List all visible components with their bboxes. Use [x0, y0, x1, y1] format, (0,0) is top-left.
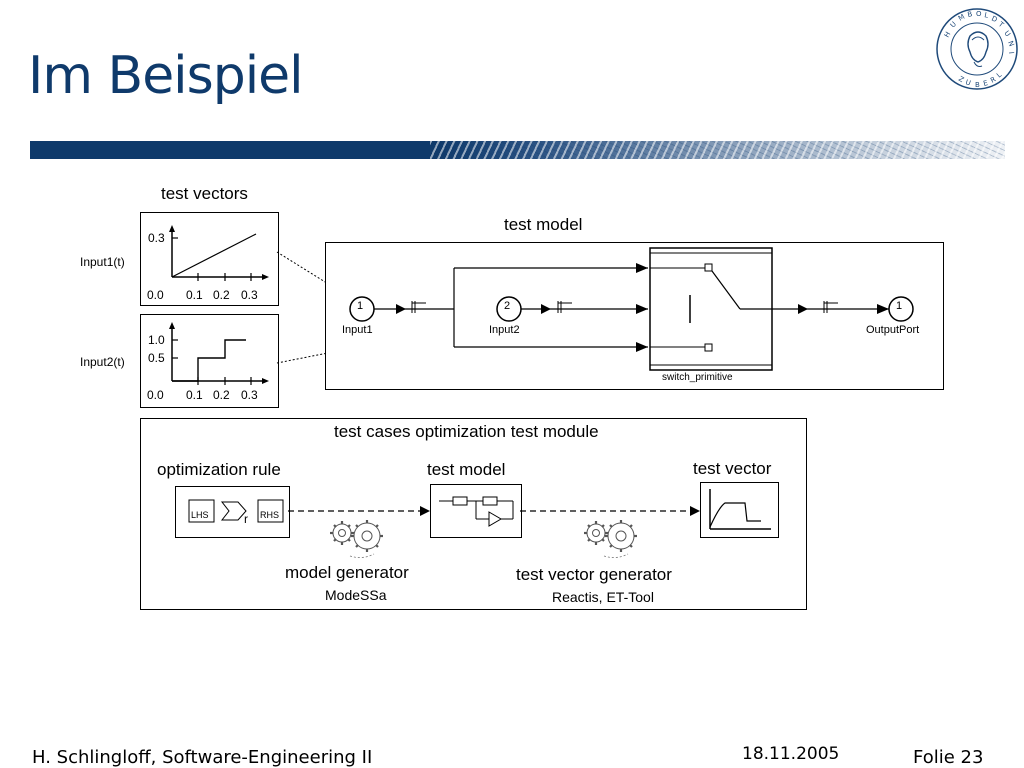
input2-label: Input2(t) — [80, 355, 125, 369]
model-generator-tool: ModeSSa — [325, 587, 387, 603]
output-port-number: 1 — [896, 300, 903, 312]
model-generator-label: model generator — [285, 563, 409, 582]
mini-model-graphic — [439, 496, 514, 527]
vector-generator-label: test vector generator — [516, 565, 672, 584]
input2-xtick-3: 0.3 — [241, 388, 258, 402]
footer-slide-number: Folie 23 — [913, 747, 984, 768]
svg-text:B: B — [975, 81, 980, 89]
svg-text:L: L — [984, 11, 990, 20]
input2-xtick-2: 0.2 — [213, 388, 230, 402]
svg-text:O: O — [976, 10, 982, 18]
module-title: test cases optimization test module — [334, 422, 599, 441]
svg-text:U: U — [964, 78, 971, 87]
input1-label: Input1(t) — [80, 255, 125, 269]
input1-xtick-1: 0.1 — [186, 288, 203, 302]
slide-title: Im Beispiel — [28, 46, 304, 106]
module-test-vector-label: test vector — [693, 459, 772, 478]
svg-text:T: T — [996, 20, 1006, 30]
output-port-label: OutputPort — [866, 324, 920, 336]
input1-xtick-3: 0.3 — [241, 288, 258, 302]
input2-ytick-1: 0.5 — [148, 351, 165, 365]
input2-xtick-0: 0.0 — [147, 388, 164, 402]
svg-text:R: R — [989, 75, 997, 84]
input1-port-number: 1 — [357, 300, 364, 312]
svg-text:U: U — [949, 20, 958, 29]
optimization-rule-box — [175, 486, 290, 538]
module-test-model-box — [430, 484, 522, 538]
test-model-diagram — [325, 242, 944, 390]
university-seal-icon: H U M B O L D T U N I Z U B E R L — [936, 8, 1018, 90]
svg-text:M: M — [957, 13, 966, 23]
header-divider-texture — [430, 141, 1005, 159]
svg-text:E: E — [982, 79, 988, 88]
simulink-model-graphic — [349, 247, 914, 371]
input1-plot-graphic — [169, 225, 269, 281]
input1-plot — [140, 212, 279, 306]
svg-text:I: I — [1007, 51, 1015, 54]
vector-generator-gear-icon — [578, 514, 644, 560]
svg-text:Z: Z — [957, 75, 965, 84]
svg-text:U: U — [1002, 29, 1011, 38]
input2-ytick-0: 1.0 — [148, 333, 165, 347]
vector-generator-tool: Reactis, ET-Tool — [552, 589, 654, 605]
svg-text:D: D — [990, 15, 998, 25]
input1-xtick-2: 0.2 — [213, 288, 230, 302]
switch-block-label: switch_primitive — [662, 372, 733, 383]
svg-text:L: L — [995, 71, 1003, 80]
test-vector-graphic — [709, 489, 771, 530]
university-logo: H U M B O L D T U N I Z U B E R L — [934, 6, 1020, 92]
input2-xtick-1: 0.1 — [186, 388, 203, 402]
input2-plot — [140, 314, 279, 408]
footer-date: 18.11.2005 — [742, 744, 840, 764]
optimization-rule-label: optimization rule — [157, 460, 281, 479]
svg-text:N: N — [1006, 40, 1015, 48]
rule-r-label: r — [244, 512, 248, 526]
input2-port-number: 2 — [504, 300, 511, 312]
svg-text:H: H — [943, 30, 953, 39]
rewrite-rule-graphic — [188, 499, 284, 523]
module-test-vector-box — [700, 482, 779, 538]
lhs-label: LHS — [191, 510, 209, 520]
svg-text:B: B — [967, 10, 974, 19]
input1-port-label: Input1 — [342, 324, 373, 336]
module-test-model-label: test model — [427, 460, 506, 479]
rhs-label: RHS — [260, 510, 280, 520]
input1-ytick: 0.3 — [148, 231, 165, 245]
test-vectors-heading: test vectors — [161, 184, 248, 203]
model-generator-gear-icon — [322, 514, 388, 560]
test-model-heading: test model — [504, 215, 583, 234]
input1-xtick-0: 0.0 — [147, 288, 164, 302]
input2-port-label: Input2 — [489, 324, 520, 336]
footer-author: H. Schlingloff, Software-Engineering II — [32, 747, 373, 768]
input2-plot-graphic — [169, 322, 269, 385]
